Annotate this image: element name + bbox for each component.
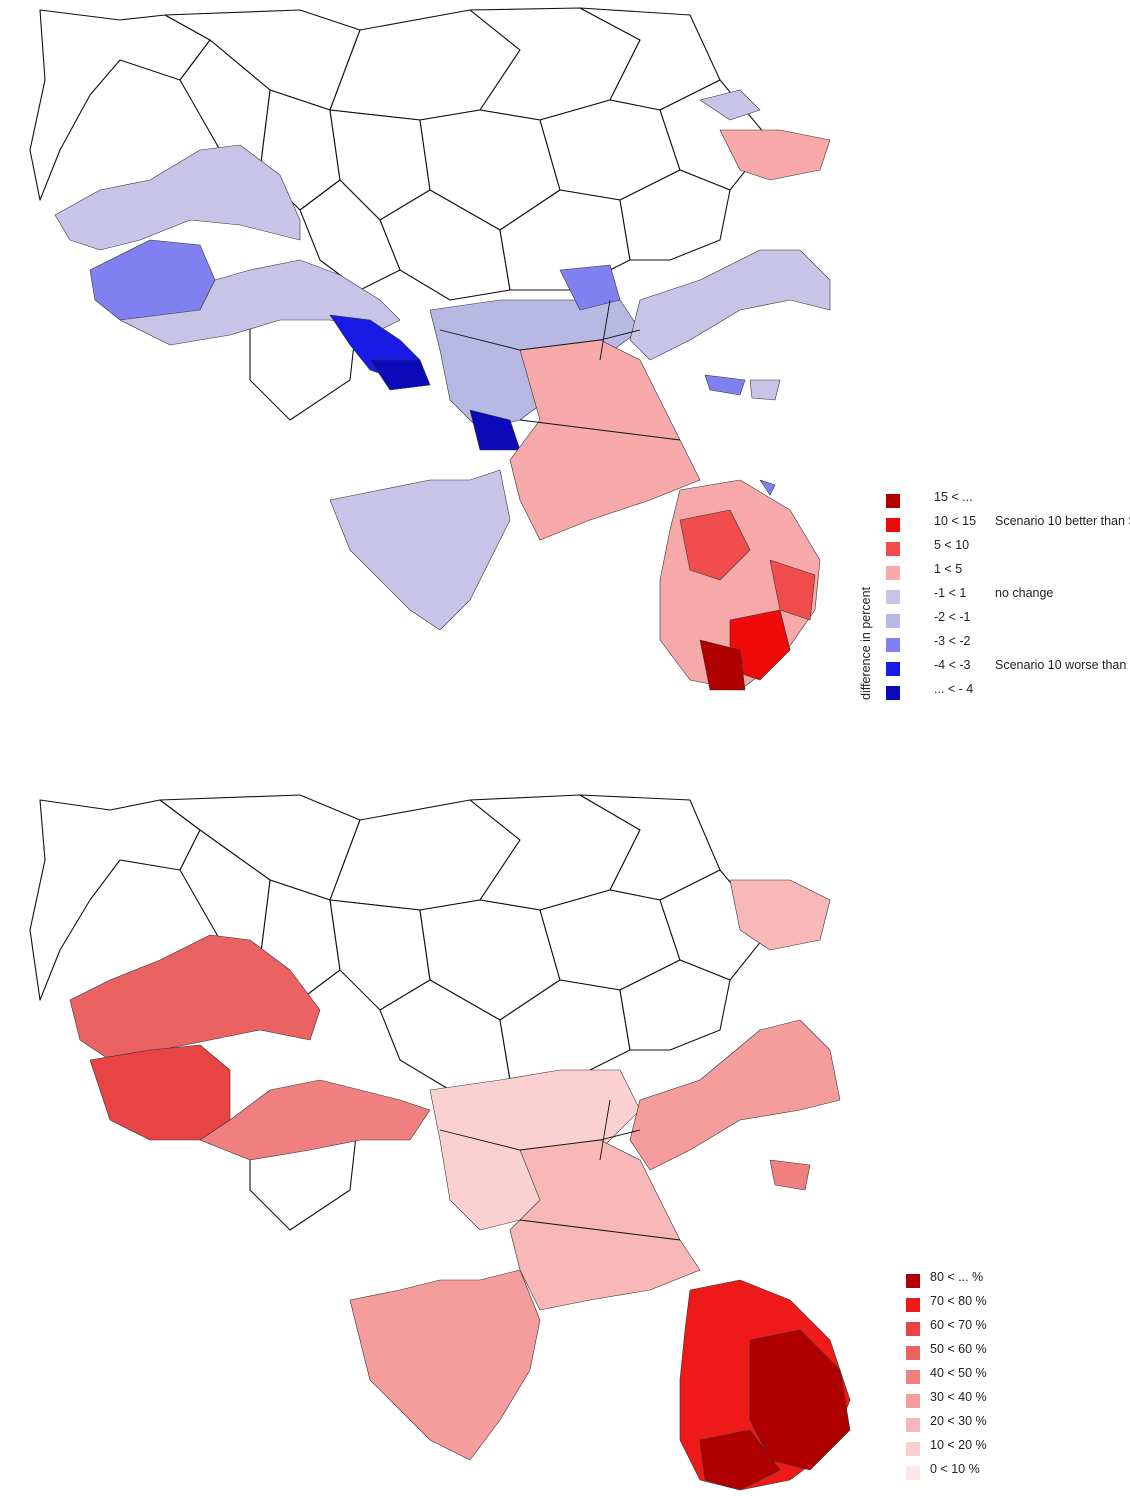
share-legend-range: 0 < 10 % — [930, 1462, 980, 1476]
difference-legend-range: -4 < -3 — [934, 658, 971, 672]
share-legend-swatch — [906, 1466, 920, 1480]
share-legend-swatch — [906, 1346, 920, 1360]
region-south-central — [509, 1139, 701, 1311]
difference-legend-title: difference in percent — [859, 586, 873, 700]
difference-legend-swatch — [886, 542, 900, 556]
difference-legend: difference in percent ... < - 4 -4 < -3 Sc… — [859, 490, 1130, 700]
difference-legend-swatch — [886, 638, 900, 652]
share-legend-range: 10 < 20 % — [930, 1438, 987, 1452]
region-east-strip — [629, 249, 831, 361]
difference-legend-swatch — [886, 614, 900, 628]
share-legend-swatch — [906, 1370, 920, 1384]
difference-legend-note: Scenario 10 better than Scenario 00 — [995, 514, 1130, 528]
difference-map — [29, 7, 831, 691]
country-outline — [619, 959, 731, 1051]
region-south-west — [679, 509, 751, 581]
share-legend-swatch — [906, 1394, 920, 1408]
region-south-central — [509, 339, 701, 541]
region-north-east — [729, 879, 831, 951]
share-legend-range: 50 < 60 % — [930, 1342, 987, 1356]
difference-legend-note: Scenario 10 worse than Scenario 00 — [995, 658, 1130, 672]
region-west-coast — [119, 259, 401, 346]
difference-legend-swatch — [886, 566, 900, 580]
national-border — [439, 299, 681, 441]
country-outline — [29, 799, 201, 1001]
share-legend-range: 80 < ... % — [930, 1270, 983, 1284]
region-west-coast — [199, 1079, 431, 1161]
region-north — [54, 144, 301, 251]
region-island-small — [769, 1159, 811, 1191]
share-legend-range: 30 < 40 % — [930, 1390, 987, 1404]
share-legend-swatch — [906, 1274, 920, 1288]
share-legend-range: 70 < 80 % — [930, 1294, 987, 1308]
region-north-east-islands — [699, 89, 761, 121]
difference-legend-note: no change — [995, 586, 1053, 600]
difference-legend-range: -1 < 1 — [934, 586, 966, 600]
region-peninsula — [329, 469, 511, 631]
region-island-small — [759, 479, 776, 496]
difference-legend-range: -3 < -2 — [934, 634, 971, 648]
difference-legend-range: ... < - 4 — [934, 682, 973, 696]
region-island-small — [749, 379, 781, 401]
share-legend-swatch — [906, 1442, 920, 1456]
region-south-east — [769, 559, 816, 621]
share-legend-swatch — [906, 1298, 920, 1312]
share-legend: 0 < 10 % 10 < 20 % 20 < 30 % 30 < 40 % 40 < … — [906, 1270, 987, 1480]
difference-legend-swatch — [886, 590, 900, 604]
difference-legend-range: -2 < -1 — [934, 610, 971, 624]
region-peninsula — [349, 1269, 541, 1461]
country-outline — [299, 179, 401, 291]
difference-legend-range: 10 < 15 — [934, 514, 976, 528]
difference-legend-swatch — [886, 686, 900, 700]
difference-legend-swatch — [886, 494, 900, 508]
share-legend-range: 20 < 30 % — [930, 1414, 987, 1428]
share-legend-swatch — [906, 1418, 920, 1432]
share-legend-range: 60 < 70 % — [930, 1318, 987, 1332]
region-south-tip — [699, 1429, 781, 1491]
region-east-strip — [629, 1019, 841, 1171]
country-outline — [179, 39, 271, 171]
share-map — [29, 794, 851, 1491]
region-islands-south — [369, 359, 431, 391]
national-border — [439, 1099, 681, 1241]
region-south-core — [749, 1329, 851, 1471]
country-outline — [619, 169, 731, 261]
region-north-east — [719, 129, 831, 181]
difference-legend-range: 15 < ... — [934, 490, 973, 504]
region-central-east — [559, 264, 621, 311]
region-north-west — [89, 1044, 231, 1141]
difference-legend-range: 1 < 5 — [934, 562, 962, 576]
country-outline — [179, 829, 271, 961]
share-legend-range: 40 < 50 % — [930, 1366, 987, 1380]
difference-legend-swatch — [886, 518, 900, 532]
difference-legend-range: 5 < 10 — [934, 538, 969, 552]
share-legend-swatch — [906, 1322, 920, 1336]
region-south-tip — [699, 639, 746, 691]
difference-legend-swatch — [886, 662, 900, 676]
country-outline — [29, 9, 211, 201]
region-island-small — [704, 374, 746, 396]
